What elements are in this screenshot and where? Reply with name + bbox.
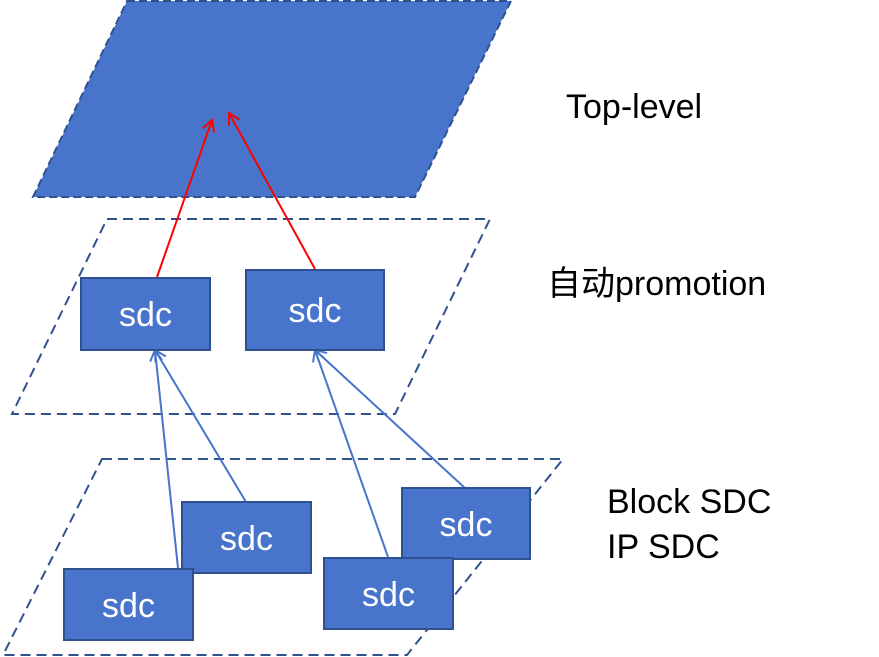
block-sdc-label: Block SDC	[607, 483, 772, 521]
sdc-label: sdc	[220, 520, 273, 558]
arrow-promo2-to-top	[229, 113, 316, 270]
block-sdc-box-4: sdc	[401, 487, 531, 560]
top-level-label: Top-level	[566, 88, 703, 126]
arrow-promo1-to-top	[156, 120, 212, 278]
block-plane	[1, 458, 566, 656]
promotion-label: 自动promotion	[547, 265, 767, 303]
arrow-block4-to-promo2	[315, 350, 467, 490]
promotion-plane	[10, 218, 492, 415]
promotion-sdc-box-1: sdc	[80, 277, 211, 351]
sdc-label: sdc	[119, 296, 172, 334]
arrow-block3-to-promo2	[315, 350, 389, 558]
sdc-label: sdc	[289, 292, 342, 330]
block-sdc-box-2: sdc	[181, 501, 312, 574]
sdc-label: sdc	[440, 506, 493, 544]
top-level-plane	[31, 0, 513, 198]
arrow-block2-to-promo1	[155, 350, 247, 503]
ip-sdc-label: IP SDC	[607, 528, 720, 566]
promotion-sdc-box-2: sdc	[245, 269, 385, 351]
arrow-block1-to-promo1	[155, 350, 179, 569]
sdc-label: sdc	[362, 576, 415, 614]
block-sdc-box-3: sdc	[323, 557, 454, 630]
block-sdc-box-1: sdc	[63, 568, 194, 641]
sdc-label: sdc	[102, 587, 155, 625]
